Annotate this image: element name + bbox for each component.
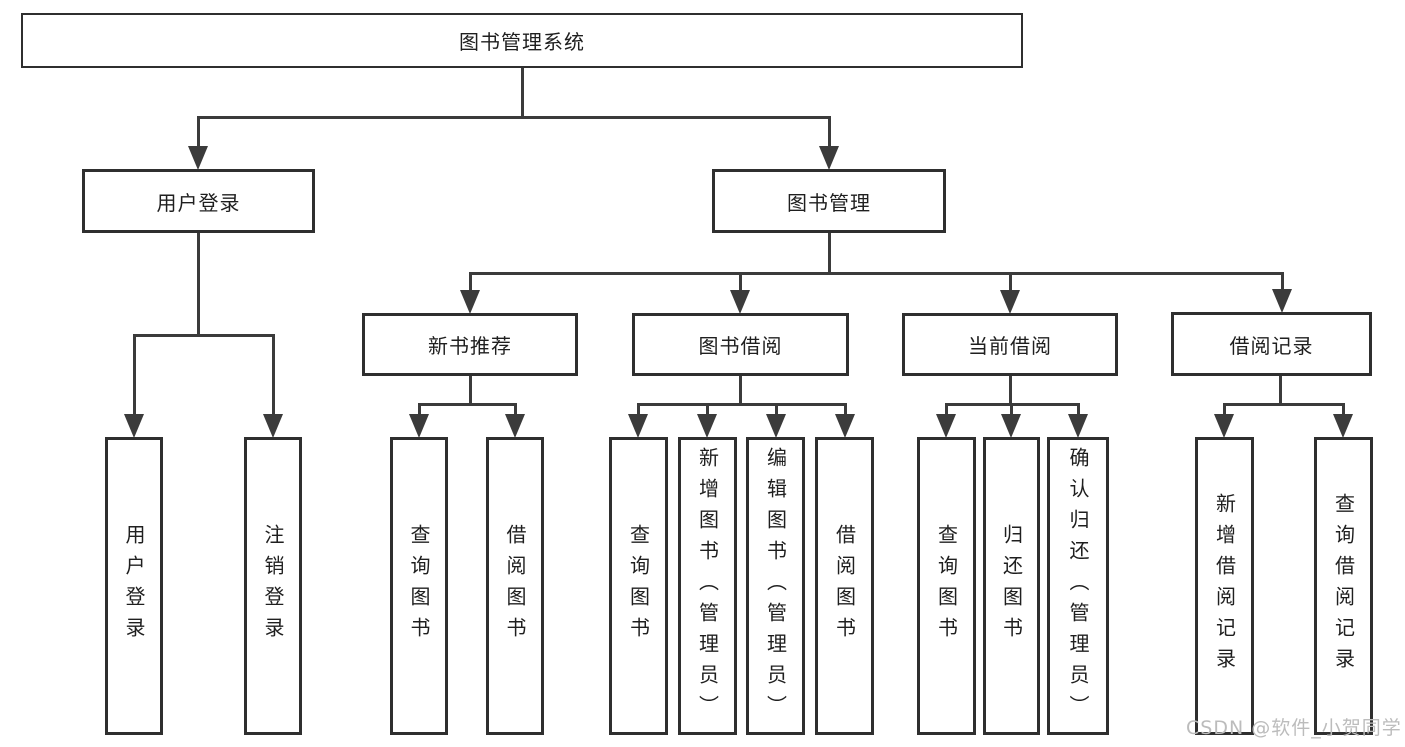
connector-arrow-to-current-borrow bbox=[1000, 274, 1020, 314]
connector-user-login-stem bbox=[196, 233, 200, 336]
connector-bb-stem bbox=[739, 376, 742, 405]
connector-arrow-to-borrow-records bbox=[1272, 274, 1292, 313]
connector-level3-hline bbox=[468, 272, 1284, 275]
leaf-nbr-query-books-label: 查询图书 bbox=[407, 524, 431, 648]
leaf-cb-return-books: 归还图书 bbox=[983, 437, 1040, 735]
node-borrow-records-label: 借阅记录 bbox=[1229, 333, 1314, 358]
leaf-bb-add-books-admin: 新增图书（管理员） bbox=[678, 437, 737, 735]
connector-cb-hline bbox=[944, 403, 1080, 406]
connector-root-stem bbox=[520, 67, 524, 118]
connector-arrow-to-new-book-recommend bbox=[460, 274, 480, 314]
leaf-nbr-query-books: 查询图书 bbox=[390, 437, 448, 735]
leaf-bb-query-books: 查询图书 bbox=[609, 437, 668, 735]
connector-bb-hline bbox=[636, 403, 847, 406]
node-current-borrow-label: 当前借阅 bbox=[968, 334, 1052, 358]
node-book-borrow-label: 图书借阅 bbox=[698, 334, 783, 358]
leaf-cb-query-books-label: 查询图书 bbox=[934, 524, 959, 648]
connector-arrow-bb-leaf-1 bbox=[628, 405, 648, 438]
connector-arrow-cb-leaf-1 bbox=[936, 405, 956, 438]
leaf-cb-confirm-return-admin-label: 确认归还（管理员） bbox=[1066, 446, 1090, 726]
connector-arrow-br-leaf-1 bbox=[1214, 405, 1234, 438]
node-book-mgmt: 图书管理 bbox=[712, 169, 946, 233]
connector-arrow-to-book-mgmt bbox=[819, 118, 839, 170]
connector-level2-hline bbox=[197, 116, 831, 119]
leaf-cb-query-books: 查询图书 bbox=[917, 437, 976, 735]
leaf-bb-edit-books-admin: 编辑图书（管理员） bbox=[746, 437, 805, 735]
node-book-mgmt-label: 图书管理 bbox=[787, 190, 871, 215]
leaf-bb-borrow-books: 借阅图书 bbox=[815, 437, 874, 735]
leaf-bb-borrow-books-label: 借阅图书 bbox=[832, 524, 857, 648]
connector-arrow-br-leaf-2 bbox=[1333, 405, 1353, 438]
connector-arrow-nbr-leaf-2 bbox=[505, 405, 525, 438]
connector-arrow-to-user-login bbox=[188, 118, 208, 170]
leaf-logout-label: 注销登录 bbox=[261, 524, 285, 648]
leaf-br-add-record-label: 新增借阅记录 bbox=[1212, 493, 1237, 679]
connector-br-stem bbox=[1278, 376, 1282, 405]
leaf-bb-add-books-admin-label: 新增图书（管理员） bbox=[695, 446, 720, 726]
leaf-cb-confirm-return-admin: 确认归还（管理员） bbox=[1047, 437, 1109, 735]
leaf-nbr-borrow-books: 借阅图书 bbox=[486, 437, 544, 735]
leaf-logout: 注销登录 bbox=[244, 437, 302, 735]
watermark-text: CSDN @软件_小贺同学 bbox=[1186, 717, 1402, 739]
connector-book-mgmt-stem bbox=[827, 233, 831, 274]
connector-arrow-cb-leaf-2 bbox=[1001, 405, 1021, 438]
connector-arrow-bb-leaf-4 bbox=[835, 405, 855, 438]
connector-arrow-bb-leaf-2 bbox=[697, 405, 717, 438]
connector-user-login-hline bbox=[132, 334, 275, 337]
node-root-label: 图书管理系统 bbox=[459, 30, 585, 54]
connector-arrow-to-leaf-logout bbox=[263, 336, 283, 438]
connector-arrow-to-leaf-user-login bbox=[124, 336, 144, 438]
leaf-br-query-record: 查询借阅记录 bbox=[1314, 437, 1373, 735]
leaf-user-login-label: 用户登录 bbox=[122, 524, 146, 648]
node-book-borrow: 图书借阅 bbox=[632, 313, 849, 376]
leaf-bb-edit-books-admin-label: 编辑图书（管理员） bbox=[763, 446, 788, 726]
node-new-book-recommend: 新书推荐 bbox=[362, 313, 578, 376]
leaf-bb-query-books-label: 查询图书 bbox=[626, 524, 651, 648]
connector-nbr-stem bbox=[468, 376, 472, 405]
leaf-br-query-record-label: 查询借阅记录 bbox=[1331, 493, 1356, 679]
connector-arrow-to-book-borrow bbox=[730, 274, 750, 314]
connector-arrow-nbr-leaf-1 bbox=[409, 405, 429, 438]
connector-br-hline bbox=[1222, 403, 1345, 406]
node-borrow-records: 借阅记录 bbox=[1171, 312, 1372, 376]
node-user-login: 用户登录 bbox=[82, 169, 315, 233]
node-user-login-label: 用户登录 bbox=[156, 190, 241, 215]
connector-cb-stem bbox=[1008, 376, 1012, 405]
connector-arrow-bb-leaf-3 bbox=[766, 405, 786, 438]
node-current-borrow: 当前借阅 bbox=[902, 313, 1118, 376]
connector-nbr-hline bbox=[417, 403, 517, 406]
leaf-br-add-record: 新增借阅记录 bbox=[1195, 437, 1254, 735]
leaf-nbr-borrow-books-label: 借阅图书 bbox=[503, 524, 527, 648]
leaf-user-login: 用户登录 bbox=[105, 437, 163, 735]
connector-arrow-cb-leaf-3 bbox=[1068, 405, 1088, 438]
node-root: 图书管理系统 bbox=[21, 13, 1023, 68]
node-new-book-recommend-label: 新书推荐 bbox=[428, 334, 512, 358]
leaf-cb-return-books-label: 归还图书 bbox=[999, 524, 1024, 648]
